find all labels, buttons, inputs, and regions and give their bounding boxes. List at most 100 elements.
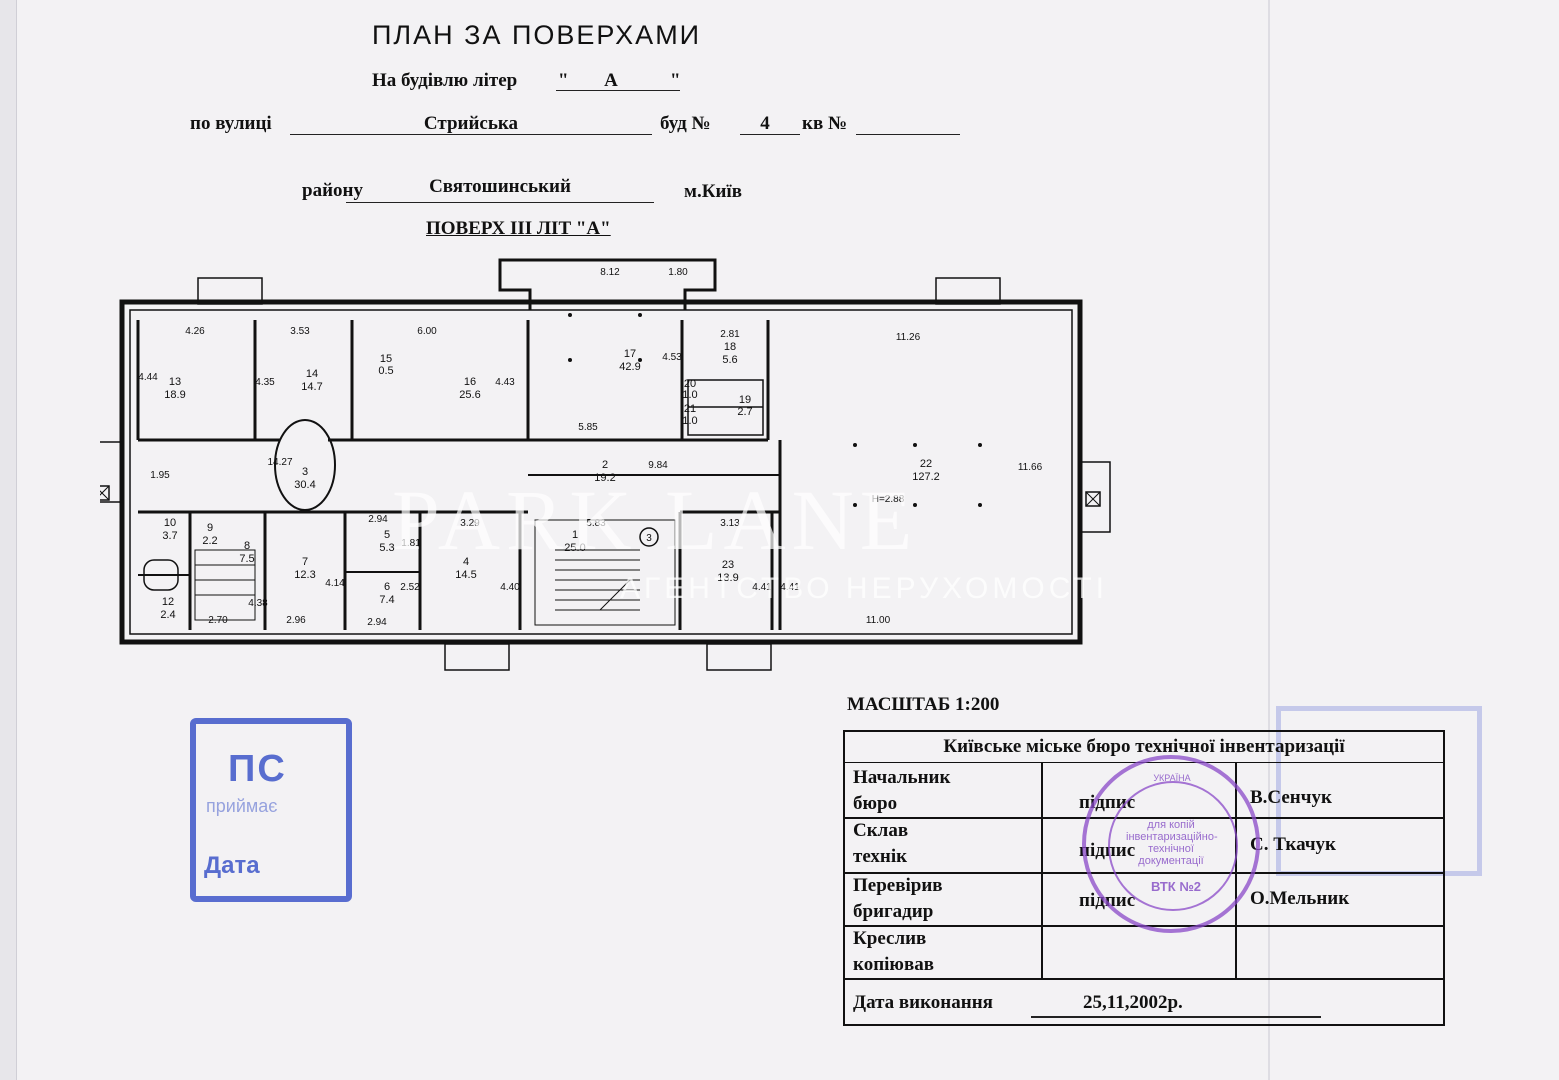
row1-role-2: бюро — [853, 793, 898, 814]
street-value: Стрийська — [423, 113, 519, 134]
dim-label: 4.41 — [752, 582, 772, 593]
district-value: Святошинський — [429, 176, 571, 197]
marker-label: 3 — [646, 533, 652, 544]
dim-label: 4.43 — [495, 377, 515, 388]
row3-role: Перевірив — [853, 875, 943, 896]
watermark: PARK LANE — [392, 472, 919, 568]
room-9-num: 9 — [207, 522, 213, 534]
building-quote-close: " — [670, 70, 681, 91]
room-19-area: 2.7 — [737, 406, 752, 418]
dim-label: 2.94 — [368, 514, 388, 525]
dim-label: 9.84 — [648, 460, 668, 471]
dim-label: 11.26 — [896, 332, 921, 343]
room-20-num: 20 — [684, 378, 696, 390]
floor-plan: 13 18.9 14 14.7 15 0.5 16 25.6 17 42.9 1… — [100, 250, 1120, 690]
room-21-num: 21 — [684, 403, 696, 415]
room-16-num: 16 — [464, 376, 476, 388]
room-15-num: 15 — [380, 353, 392, 365]
dim-label: 3.13 — [720, 518, 740, 529]
city: м.Київ — [684, 181, 742, 202]
row1-name: В.Сенчук — [1250, 787, 1332, 808]
row3-role-2: бригадир — [853, 901, 934, 922]
room-2-num: 2 — [602, 459, 608, 471]
round-stamp: УКРАЇНА для копій інвентаризаційно-техні… — [1082, 755, 1260, 933]
dim-label: 2.70 — [208, 615, 228, 626]
watermark-sub: АГЕНТСТВО НЕРУХОМОСТІ — [620, 572, 1109, 605]
date-label: Дата виконання — [853, 992, 993, 1013]
room-21-area: 1.0 — [682, 415, 697, 427]
faded-stamp — [1276, 706, 1482, 876]
floor-title: ПОВЕРХ III ЛІТ "А" — [426, 218, 611, 239]
room-13-area: 18.9 — [164, 389, 185, 401]
row4-role: Креслив — [853, 928, 927, 949]
room-3-area: 30.4 — [294, 479, 315, 491]
height-label: H=2.88 — [872, 494, 905, 505]
floor-plan-drawing: 13 18.9 14 14.7 15 0.5 16 25.6 17 42.9 1… — [100, 258, 1111, 671]
dim-label: 5.85 — [578, 422, 598, 433]
row1-role: Начальник — [853, 767, 951, 788]
row4-role-2: копіював — [853, 954, 934, 975]
round-stamp-text: для копій інвентаризаційно-технічної док… — [1126, 819, 1218, 867]
dim-label: 11.00 — [866, 615, 891, 626]
district-underline — [346, 202, 654, 203]
building-label: На будівлю літер — [372, 70, 518, 91]
room-10-area: 3.7 — [162, 530, 177, 542]
room-23-area: 13.9 — [717, 572, 738, 584]
house-underline — [740, 134, 800, 135]
room-18-num: 18 — [724, 341, 736, 353]
room-17-num: 17 — [624, 348, 636, 360]
blue-stamp-subtext: приймає — [206, 796, 278, 816]
dim-label: 6.00 — [417, 326, 437, 337]
house-value: 4 — [760, 113, 770, 134]
dim-label: 1.81 — [401, 538, 421, 549]
room-17-area: 42.9 — [619, 361, 640, 373]
room-10-num: 10 — [164, 517, 176, 529]
room-15-area: 0.5 — [378, 365, 393, 377]
dim-label: 4.38 — [248, 598, 268, 609]
dim-label: 4.41 — [780, 582, 800, 593]
room-14-area: 14.7 — [301, 381, 322, 393]
dim-label: 4.14 — [325, 578, 345, 589]
room-7-num: 7 — [302, 556, 308, 568]
room-18-area: 5.6 — [722, 354, 737, 366]
room-9-area: 2.2 — [202, 535, 217, 547]
blue-stamp: ПС приймає Дата — [190, 718, 352, 902]
room-12-area: 2.4 — [160, 609, 175, 621]
dim-label: 5.83 — [586, 518, 606, 529]
room-6-area: 7.4 — [379, 594, 394, 606]
dim-label: 4.53 — [662, 352, 682, 363]
dim-label: 4.26 — [185, 326, 205, 337]
dim-label: 11.66 — [1018, 462, 1043, 473]
room-16-area: 25.6 — [459, 389, 480, 401]
dim-label: 2.52 — [400, 582, 420, 593]
blue-stamp-text: ПС — [228, 748, 287, 790]
building-letter: А — [604, 70, 618, 91]
room-4-area: 14.5 — [455, 569, 476, 581]
table-vrule — [1041, 762, 1043, 978]
dim-label: 14.27 — [267, 457, 292, 468]
apt-underline — [856, 134, 960, 135]
dim-label: 4.35 — [255, 377, 275, 388]
room-7-area: 12.3 — [294, 569, 315, 581]
scale-label: МАСШТАБ 1:200 — [847, 694, 1000, 715]
dim-label: 8.12 — [600, 267, 620, 278]
dim-label: 1.80 — [668, 267, 688, 278]
building-quote-open: " — [558, 70, 569, 91]
dim-label: 4.40 — [500, 582, 520, 593]
page-fold — [1268, 0, 1270, 1080]
room-8-num: 8 — [244, 540, 250, 552]
room-22-area: 127.2 — [912, 471, 940, 483]
room-8-area: 7.5 — [239, 553, 254, 565]
room-1-num: 1 — [572, 529, 578, 541]
room-19-num: 19 — [739, 394, 751, 406]
district-label: району — [302, 180, 363, 201]
row2-role: Склав — [853, 820, 909, 841]
room-3-num: 3 — [302, 466, 308, 478]
room-23-num: 23 — [722, 559, 734, 571]
room-12-num: 12 — [162, 596, 174, 608]
street-label: по вулиці — [190, 113, 272, 134]
room-14-num: 14 — [306, 368, 318, 380]
street-underline — [290, 134, 652, 135]
room-13-num: 13 — [169, 376, 181, 388]
blue-stamp-date: Дата — [204, 852, 260, 879]
